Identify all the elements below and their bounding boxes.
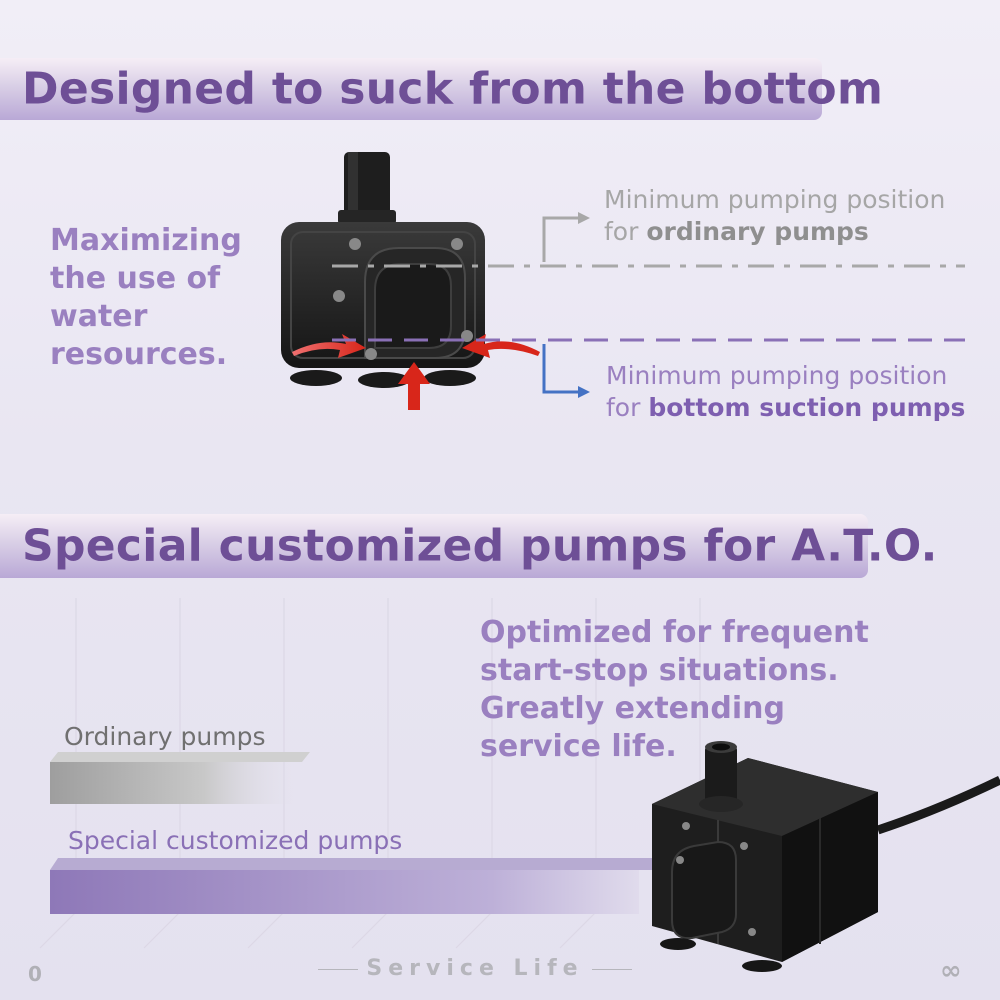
- bottom-label-bold: bottom suction pumps: [648, 393, 966, 422]
- chart-grid: [39, 598, 701, 949]
- water-text-line: water: [50, 299, 148, 334]
- ato-text-line: start-stop situations.: [480, 653, 839, 688]
- heading-bottom-suction: Designed to suck from the bottom: [22, 63, 884, 115]
- axis-zero-label: 0: [28, 962, 42, 986]
- ordinary-label-prefix: for: [604, 217, 647, 246]
- ato-text-line: Optimized for frequent: [480, 615, 869, 650]
- axis-title-text: Service Life: [366, 956, 584, 981]
- ato-pump-illustration: [652, 741, 1000, 972]
- ordinary-label-line1: Minimum pumping position: [604, 185, 946, 214]
- water-resources-text: Maximizing the use of water resources.: [50, 222, 242, 374]
- axis-infinity-label: ∞: [940, 956, 962, 986]
- bottom-level-indicator: [332, 338, 965, 398]
- ordinary-bar-top: [50, 752, 310, 762]
- special-bar-top: [50, 858, 690, 870]
- bottom-suction-pump-illustration: [281, 152, 540, 410]
- heading-banner-2: Special customized pumps for A.T.O.: [0, 514, 937, 578]
- special-pumps-label: Special customized pumps: [68, 826, 403, 855]
- bottom-label-prefix: for: [606, 393, 649, 422]
- service-life-bars: [50, 752, 690, 914]
- axis-title: Service Life: [300, 956, 650, 981]
- ato-text-line: Greatly extending: [480, 691, 785, 726]
- ato-benefits-text: Optimized for frequent start-stop situat…: [480, 614, 869, 766]
- ato-text-line: service life.: [480, 729, 677, 764]
- bottom-position-label: Minimum pumping position for bottom suct…: [606, 360, 965, 424]
- ordinary-bar: [50, 762, 307, 804]
- heading-banner-1: Designed to suck from the bottom: [0, 58, 883, 120]
- ordinary-label-bold: ordinary pumps: [646, 217, 869, 246]
- ordinary-pumps-label: Ordinary pumps: [64, 722, 266, 751]
- ordinary-position-label: Minimum pumping position for ordinary pu…: [604, 184, 945, 248]
- bottom-label-line1: Minimum pumping position: [606, 361, 948, 390]
- special-bar: [50, 870, 639, 914]
- inflow-arrow-bottom: [398, 362, 430, 410]
- water-text-line: Maximizing: [50, 223, 242, 258]
- water-text-line: resources.: [50, 337, 228, 372]
- heading-ato: Special customized pumps for A.T.O.: [22, 520, 938, 572]
- water-text-line: the use of: [50, 261, 221, 296]
- ordinary-level-indicator: [332, 212, 965, 268]
